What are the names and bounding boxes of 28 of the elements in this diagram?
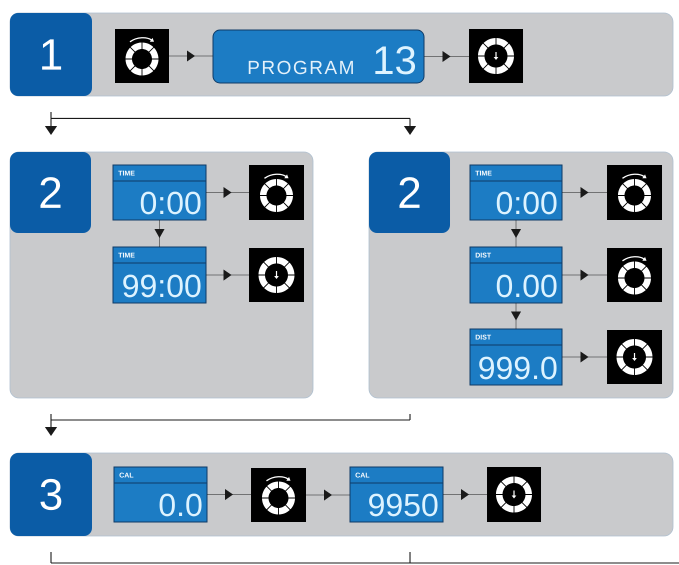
arrow <box>306 490 350 500</box>
connector-line <box>50 552 679 564</box>
arrow <box>206 270 250 280</box>
arrow <box>511 220 521 248</box>
turn-dial-icon <box>607 248 662 302</box>
press-dial-icon <box>607 330 662 384</box>
press-dial-icon <box>249 248 304 302</box>
lcd-display: PROGRAM 13 <box>212 30 424 84</box>
arrow <box>168 50 214 62</box>
arrow <box>562 270 608 280</box>
turn-dial-icon <box>607 165 662 220</box>
arrow <box>442 489 488 500</box>
step-number-badge: 2 <box>369 152 450 233</box>
step-number-badge: 1 <box>10 13 92 96</box>
step-number-badge: 2 <box>10 152 91 233</box>
turn-dial-icon <box>115 29 169 83</box>
step-number-badge: 3 <box>10 453 92 536</box>
press-dial-icon <box>469 29 523 83</box>
turn-dial-icon <box>249 165 304 220</box>
arrow <box>424 51 470 62</box>
arrow <box>562 187 608 198</box>
turn-dial-icon <box>251 468 306 522</box>
arrow <box>154 220 164 248</box>
arrow <box>206 489 252 500</box>
arrow <box>206 187 250 198</box>
arrow <box>511 302 521 330</box>
press-dial-icon <box>487 467 541 522</box>
arrow <box>562 352 608 362</box>
